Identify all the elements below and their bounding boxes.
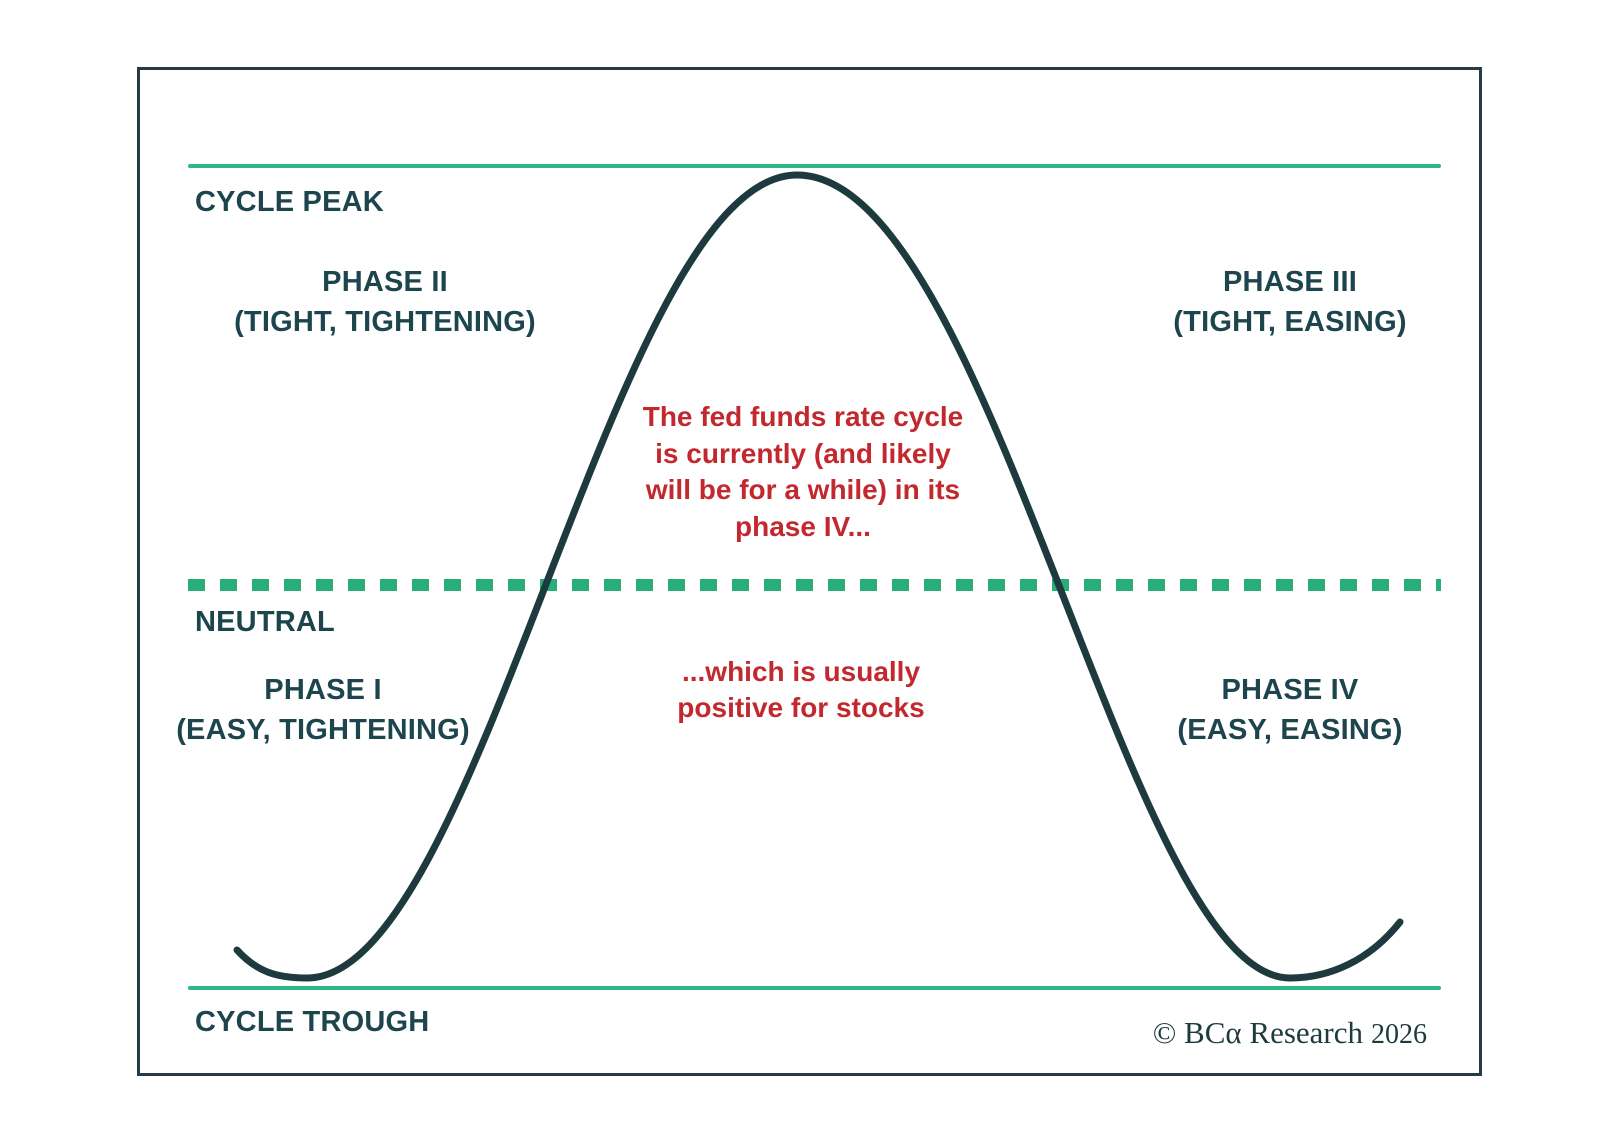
- annotation-current-phase: The fed funds rate cycle is currently (a…: [642, 401, 964, 542]
- cycle-peak-label: CYCLE PEAK: [195, 186, 384, 218]
- phase-i-label: PHASE I (EASY, TIGHTENING): [113, 670, 533, 750]
- phase-iv-title: PHASE IV: [1221, 674, 1359, 706]
- annotation-stocks: ...which is usually positive for stocks: [677, 656, 925, 723]
- phase-i-title: PHASE I: [264, 674, 382, 706]
- phase-ii-subtitle: (TIGHT, TIGHTENING): [234, 306, 536, 338]
- copyright-text: © BCα Research: [1152, 1015, 1363, 1050]
- phase-i-subtitle: (EASY, TIGHTENING): [176, 714, 470, 746]
- neutral-dashed-line: [188, 579, 1441, 591]
- copyright-year: 2026: [1371, 1019, 1427, 1050]
- phase-iv-subtitle: (EASY, EASING): [1177, 714, 1403, 746]
- cycle-trough-line: [188, 986, 1441, 990]
- phase-iii-label: PHASE III (TIGHT, EASING): [1080, 262, 1500, 342]
- phase-ii-title: PHASE II: [322, 266, 448, 298]
- copyright: © BCα Research 2026: [1153, 1015, 1427, 1053]
- chart-frame: CYCLE PEAK NEUTRAL CYCLE TROUGH PHASE II…: [137, 67, 1482, 1076]
- phase-iii-subtitle: (TIGHT, EASING): [1173, 306, 1407, 338]
- rate-cycle-curve: [233, 171, 1404, 982]
- phase-iii-title: PHASE III: [1223, 266, 1357, 298]
- phase-iv-label: PHASE IV (EASY, EASING): [1080, 670, 1500, 750]
- cycle-peak-line: [188, 164, 1441, 168]
- cycle-trough-label: CYCLE TROUGH: [195, 1006, 430, 1038]
- phase-ii-label: PHASE II (TIGHT, TIGHTENING): [175, 262, 595, 342]
- chart-layer: CYCLE PEAK NEUTRAL CYCLE TROUGH PHASE II…: [137, 67, 1482, 1076]
- neutral-label: NEUTRAL: [195, 606, 335, 638]
